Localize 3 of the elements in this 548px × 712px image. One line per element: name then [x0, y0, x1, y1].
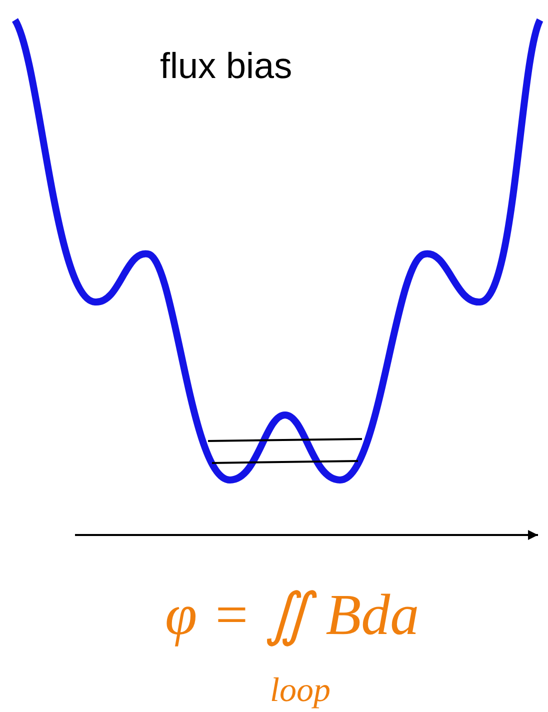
axis-title: flux bias: [160, 45, 292, 87]
integral-subscript: loop: [270, 672, 330, 710]
flux-formula: φ = ∬ Bda: [165, 581, 420, 648]
